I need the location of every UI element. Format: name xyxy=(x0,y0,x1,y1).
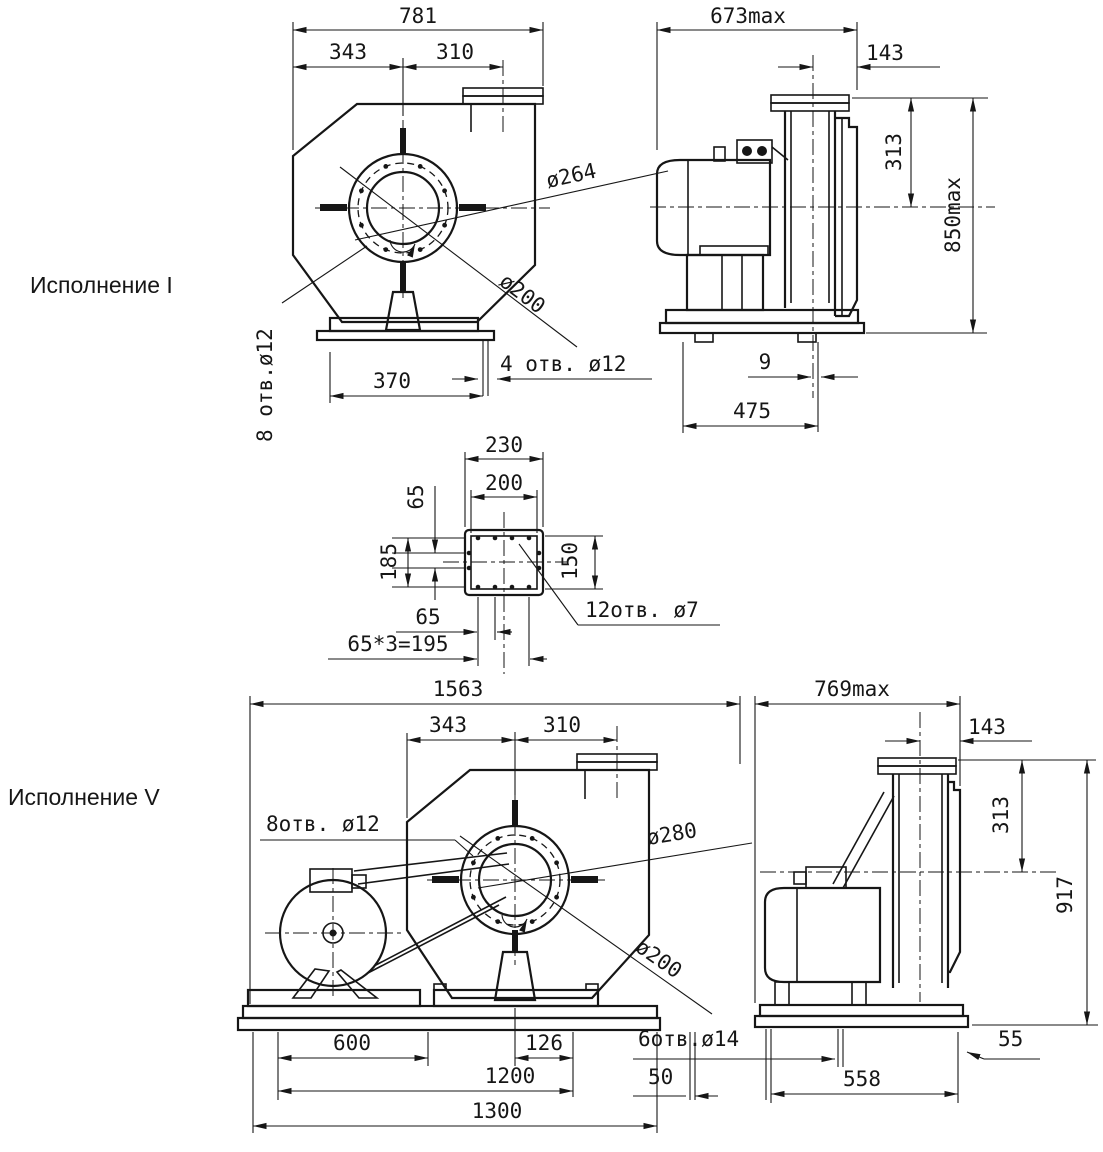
base-plate xyxy=(753,1014,970,1029)
dim-depth-max: 673max xyxy=(710,4,786,28)
dim-total-height: 850max xyxy=(941,177,965,253)
dim-overall-length: 1563 xyxy=(433,677,484,701)
scroll-housing xyxy=(405,768,651,1000)
rotation-arrow xyxy=(389,239,416,258)
dim-total-height: 917 xyxy=(1053,876,1077,914)
base-plate xyxy=(664,308,860,325)
base-plate xyxy=(758,1003,965,1018)
dim-base-depth: 475 xyxy=(733,399,771,423)
dim-outlet-offset: 143 xyxy=(968,715,1006,739)
rotation-arrow xyxy=(501,914,528,933)
leader-dia280 xyxy=(477,842,753,889)
belt xyxy=(357,863,510,885)
dim-flange-outer-width: 230 xyxy=(485,433,523,457)
dim-flange-hole-pitch: 65 xyxy=(415,605,440,629)
dim-depth-max: 769max xyxy=(814,677,890,701)
dim-flange-holes: 12отв. ø7 xyxy=(585,598,699,622)
side-lug xyxy=(459,204,486,211)
dim-right-310: 310 xyxy=(436,40,474,64)
version5-label: Исполнение V xyxy=(8,784,160,810)
common-base xyxy=(236,1016,662,1032)
common-base xyxy=(241,1004,659,1020)
dim-flange-side-pitch: 65 xyxy=(404,484,428,509)
dim-flange-bolt-span: 185 xyxy=(377,543,401,581)
dim-outlet-height: 313 xyxy=(989,796,1013,834)
dim-base-holes: 4 отв. ø12 xyxy=(500,352,626,376)
dim-flange-inner-width: 200 xyxy=(485,471,523,495)
leader-back-holes xyxy=(281,245,368,304)
outlet-flange xyxy=(770,94,850,104)
dim-hole-offset: 50 xyxy=(648,1065,673,1089)
pedestal xyxy=(493,950,537,1002)
dim-outlet-offset: 143 xyxy=(866,41,904,65)
version5-front-view: Исполнение V xyxy=(8,677,835,1133)
fan-casing xyxy=(835,116,859,318)
dim-base-depth: 558 xyxy=(843,1067,881,1091)
dim-left-343: 343 xyxy=(329,40,367,64)
flange-detail-view: 230 200 65 185 150 65 65*3=195 12отв. xyxy=(328,433,720,674)
belt xyxy=(353,852,508,872)
bottom-stem xyxy=(400,262,406,292)
motor xyxy=(655,158,772,257)
dim-flange-pitch-total: 65*3=195 xyxy=(347,632,448,656)
motor xyxy=(763,886,882,984)
dim-outlet-height: 313 xyxy=(882,133,906,171)
dim-base-holes: 6отв.ø14 xyxy=(638,1027,739,1051)
motor-foot xyxy=(699,245,769,256)
version1-label: Исполнение I xyxy=(30,272,173,298)
belt xyxy=(842,795,895,889)
dim-flange-inner-height: 150 xyxy=(558,542,582,580)
motor-base-plate xyxy=(246,988,422,1008)
motor-support xyxy=(685,253,765,312)
dim-collar-dia: ø280 xyxy=(645,818,699,850)
version1-front-view: Исполнение I 781 xyxy=(30,4,669,442)
dim-left-343: 343 xyxy=(429,713,467,737)
dim-motor-center: 600 xyxy=(333,1031,371,1055)
leader-dia264 xyxy=(354,170,669,241)
motor-leg xyxy=(335,969,380,999)
fan-casing xyxy=(948,780,962,974)
side-lug xyxy=(571,876,598,883)
leader-dia200 xyxy=(339,166,578,348)
version5-side-view: 769max 143 313 917 55 558 xyxy=(753,677,1098,1103)
dim-overall-width: 781 xyxy=(399,4,437,28)
leader-dia200 xyxy=(459,835,713,1015)
dim-back-holes: 8 отв.ø12 xyxy=(253,328,277,442)
belt xyxy=(365,904,500,975)
base-plate xyxy=(658,321,866,335)
dim-right-310: 310 xyxy=(543,713,581,737)
dim-base-width: 370 xyxy=(373,369,411,393)
belt xyxy=(832,791,885,885)
dim-base-length: 1300 xyxy=(472,1099,523,1123)
side-lug xyxy=(320,204,347,211)
version1-side-view: 673max 143 313 850max 9 475 xyxy=(650,4,995,433)
outlet-flange xyxy=(877,765,957,775)
scroll-housing xyxy=(291,102,537,324)
dim-holes-span: 1200 xyxy=(485,1064,536,1088)
outlet-flange xyxy=(877,757,957,767)
base-plate xyxy=(315,329,496,342)
dim-edge-offset: 55 xyxy=(998,1027,1023,1051)
dim-back-holes: 8отв. ø12 xyxy=(266,812,380,836)
side-lug xyxy=(432,876,459,883)
leader-flange-holes xyxy=(518,543,579,626)
dim-axis-offset: 9 xyxy=(759,350,772,374)
motor-leg xyxy=(291,968,331,999)
dim-axis-offset: 126 xyxy=(525,1031,563,1055)
belt xyxy=(373,896,507,967)
outlet-flange xyxy=(770,102,850,112)
terminal-box xyxy=(736,139,773,164)
